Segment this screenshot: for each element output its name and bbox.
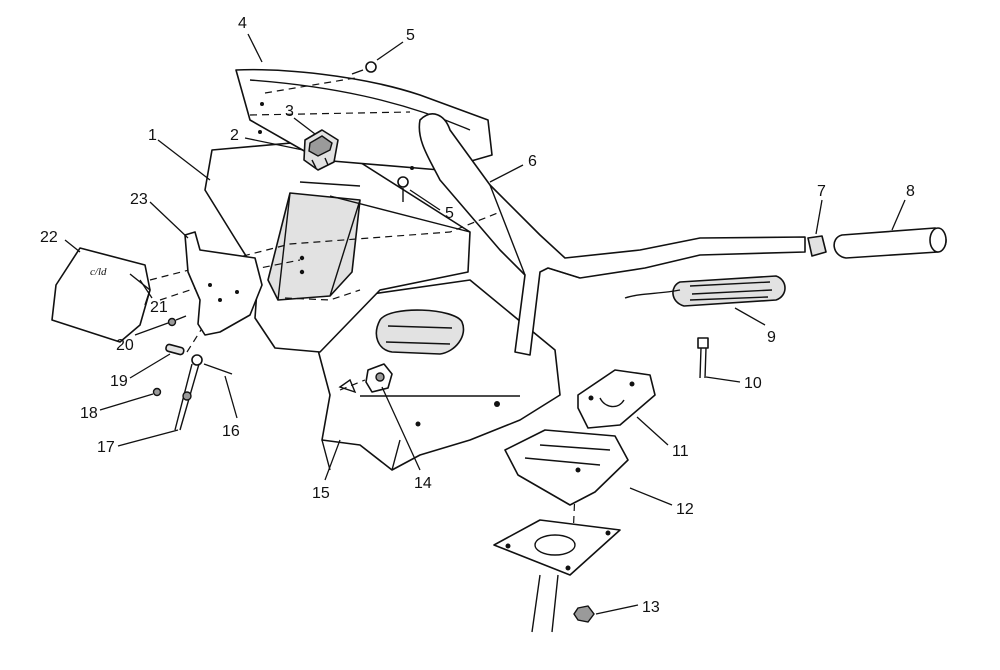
part-15-hood-panel xyxy=(317,279,561,471)
part-9-heated-grip xyxy=(624,275,786,307)
callout-14: 14 xyxy=(414,475,432,492)
callout-20: 20 xyxy=(116,337,134,354)
callout-17: 17 xyxy=(97,439,115,456)
part-6-handlebar xyxy=(418,113,806,356)
cover-stamp: c/ld xyxy=(90,266,107,278)
part-23-bracket xyxy=(184,231,263,336)
callout-16: 16 xyxy=(222,423,240,440)
callout-5-mid: 5 xyxy=(445,205,454,222)
part-16-19-linkage xyxy=(152,343,233,431)
callout-11: 11 xyxy=(672,443,689,460)
leader-lines xyxy=(64,33,906,615)
callout-22: 22 xyxy=(40,229,58,246)
callout-8: 8 xyxy=(906,183,915,200)
callout-21: 21 xyxy=(150,299,168,316)
part-22-cover-plate: c/ld xyxy=(51,247,151,343)
part-14-clip xyxy=(365,363,393,393)
callout-1: 1 xyxy=(148,127,157,144)
part-12-lower-clamp xyxy=(504,429,629,506)
callout-13: 13 xyxy=(642,599,660,616)
part-11-upper-clamp xyxy=(577,369,656,429)
callout-12: 12 xyxy=(676,501,694,518)
part-10-bolt xyxy=(697,337,709,379)
callout-19: 19 xyxy=(110,373,128,390)
callout-9: 9 xyxy=(767,329,776,346)
callout-7: 7 xyxy=(817,183,826,200)
callout-6: 6 xyxy=(528,153,537,170)
part-7-8-grip xyxy=(807,227,947,259)
callout-3: 3 xyxy=(285,103,294,120)
part-5-screws xyxy=(351,61,409,202)
callout-23: 23 xyxy=(130,191,148,208)
part-20-screw xyxy=(167,315,187,327)
callout-15: 15 xyxy=(312,485,330,502)
callout-2: 2 xyxy=(230,127,239,144)
callout-5-top: 5 xyxy=(406,27,415,44)
steering-plate-column xyxy=(493,519,621,633)
part-13-nut xyxy=(573,605,595,623)
callout-labels: 4 5 3 2 1 6 5 7 8 9 10 11 12 13 14 15 16… xyxy=(40,15,915,616)
callout-4: 4 xyxy=(238,15,247,32)
part-1-console-pod xyxy=(204,139,513,353)
part-2-3-switch xyxy=(303,129,339,171)
callout-18: 18 xyxy=(80,405,98,422)
callout-10: 10 xyxy=(744,375,762,392)
